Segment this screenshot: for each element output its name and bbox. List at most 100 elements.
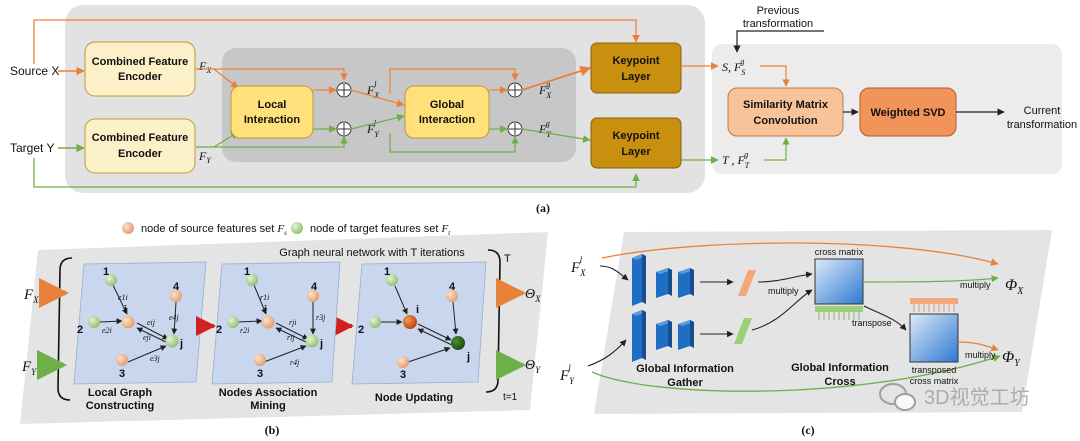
- sum-icon: [507, 121, 523, 137]
- node-label: 4: [449, 281, 456, 293]
- fy-residual-arrow: [214, 136, 348, 148]
- node-label: j: [466, 351, 470, 363]
- node-label: i: [416, 304, 419, 316]
- node-label: j: [179, 338, 183, 350]
- legend-source-text: node of source features set Fs: [141, 223, 287, 237]
- node-i-updated: [403, 315, 417, 329]
- source-global-vector: [738, 270, 756, 296]
- phi-y-label: ΦY: [1002, 349, 1021, 369]
- theta-y-label: ΘY: [525, 358, 541, 375]
- multiply-label: multiply: [768, 286, 799, 296]
- watermark: 3D视觉工坊: [879, 383, 1030, 411]
- watermark-text: 3D视觉工坊: [924, 386, 1030, 409]
- node-i: [121, 315, 135, 329]
- node-3: [397, 356, 409, 368]
- prev-transform-line1: Previous: [757, 5, 800, 17]
- phi-x-label: ΦX: [1005, 277, 1024, 297]
- sim-label-line2: Convolution: [753, 115, 817, 127]
- b-fx-label: FX: [23, 287, 39, 305]
- node-1: [105, 274, 117, 286]
- stage-association: 1 2 3 4 i j r1i r2i rji rij r3j r4j: [211, 261, 341, 385]
- node-j: [305, 334, 319, 348]
- sum-to-global-y-arrow: [350, 113, 405, 130]
- edge-label: e3j: [150, 354, 161, 363]
- legend-source-node-icon: [122, 222, 134, 234]
- stage-local-graph: 1 2 3 4 i j e1i e2i eij eji e4j e3j: [73, 261, 207, 385]
- node-3: [254, 354, 266, 366]
- gnn-title: Graph neural network with T iterations: [279, 247, 465, 259]
- fxl-label: FXl: [366, 80, 380, 100]
- caption-a: (a): [536, 201, 550, 215]
- transpose-arrow: [863, 305, 907, 331]
- edge-label: eji: [143, 333, 151, 342]
- edge-label: rji: [289, 318, 297, 327]
- panel-c: FXl FYl: [559, 230, 1052, 437]
- node-label: 3: [119, 368, 125, 380]
- node-label: 1: [384, 266, 390, 278]
- fxl-residual-arrow: [389, 68, 519, 94]
- node-4: [446, 290, 458, 302]
- gather-label-line1: Global Information: [636, 363, 734, 375]
- edge-label: e4j: [169, 313, 180, 322]
- fyg-to-keypoint-arrow: [521, 128, 591, 143]
- c-fx-label: FXl: [570, 255, 586, 278]
- fxg-to-keypoint-arrow: [521, 65, 592, 91]
- multiply-label: multiply: [960, 280, 991, 290]
- iteration-bottom-label: t=1: [503, 392, 518, 403]
- node-2: [88, 316, 100, 328]
- node-label: 1: [103, 266, 109, 278]
- source-input-label: Source X: [10, 64, 59, 78]
- node-1: [386, 274, 398, 286]
- sim-label-line1: Similarity Matrix: [743, 99, 829, 111]
- edge-label: r1i: [260, 293, 269, 302]
- cross-label-line1: Global Information: [791, 362, 889, 374]
- fx-skip-arrow: [601, 242, 999, 266]
- node-label: i: [124, 304, 127, 316]
- gather-label-line2: Gather: [667, 377, 703, 389]
- theta-x-label: ΘX: [525, 287, 541, 304]
- fx-label: FX: [198, 59, 212, 75]
- edge-label: r4j: [290, 358, 300, 367]
- node-label: j: [319, 338, 323, 350]
- keypoint-layer-target: Keypoint Layer: [590, 117, 682, 169]
- caption-b: (b): [265, 423, 280, 437]
- source-skip-arrow: [33, 19, 640, 64]
- panel-b: node of source features set Fs node of t…: [20, 222, 548, 437]
- prev-transform-line2: transformation: [743, 18, 813, 30]
- target-input-label: Target Y: [10, 141, 54, 155]
- stage1-label-line1: Local Graph: [88, 387, 152, 399]
- global-label-line1: Global: [430, 99, 464, 111]
- node-1: [246, 274, 258, 286]
- b-fy-label: FY: [21, 359, 37, 377]
- gather-blocks-top: [632, 254, 694, 306]
- stage2-label-line2: Mining: [250, 400, 285, 412]
- gather-blocks-bottom: [632, 310, 694, 362]
- node-label: 2: [77, 324, 83, 336]
- transpose-label: transpose: [852, 318, 892, 328]
- legend-target-node-icon: [291, 222, 303, 234]
- fy-input-arrow: [587, 339, 627, 367]
- keypoint-label-line1: Keypoint: [612, 55, 659, 67]
- node-label: 4: [173, 281, 180, 293]
- node-label: 1: [244, 266, 250, 278]
- multiply-arrow-2: [751, 289, 813, 331]
- encoder-label-line1: Combined Feature: [92, 132, 189, 144]
- weighted-svd-block: Weighted SVD: [859, 87, 957, 137]
- node-j: [165, 334, 179, 348]
- node-j-updated: [451, 336, 465, 350]
- stage-node-updating: 1 2 3 4 i j: [351, 261, 487, 385]
- fx-input-arrow: [599, 265, 629, 281]
- edge-label: rij: [287, 333, 295, 342]
- t-to-sim-arrow: [764, 137, 790, 161]
- edge-label: r2i: [240, 326, 249, 335]
- global-label-line2: Interaction: [419, 114, 476, 126]
- transposed-matrix: [909, 298, 959, 363]
- s-label: S, FSg: [722, 57, 745, 77]
- sum-icon: [507, 82, 523, 98]
- multiply-arrow-1: [757, 271, 813, 283]
- left-bracket: [57, 257, 73, 401]
- edge-label: e1i: [118, 293, 128, 302]
- encoder-label-line2: Encoder: [118, 148, 163, 160]
- node-3: [116, 354, 128, 366]
